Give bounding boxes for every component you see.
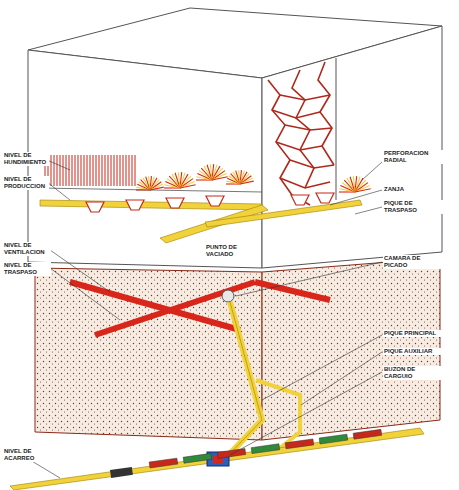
drawbell xyxy=(206,196,224,206)
ore-car xyxy=(285,439,314,449)
level-label: NIVEL DE PRODUCCION xyxy=(3,176,49,190)
drill-ray xyxy=(240,181,254,184)
grizzly-chamber xyxy=(222,290,234,302)
drill-ray xyxy=(175,173,180,188)
ore-car xyxy=(149,458,178,468)
hatch-line xyxy=(93,155,94,186)
level-label: PIQUE AUXILIAR xyxy=(383,348,445,355)
hatch-line xyxy=(90,155,91,186)
drawbell xyxy=(316,193,334,203)
hatch-line xyxy=(84,155,85,186)
level-label: PUNTO DE VACIADO xyxy=(205,244,243,258)
level-label: PIQUE PRINCIPAL xyxy=(383,330,445,337)
hatch-line xyxy=(99,155,100,186)
access-drift xyxy=(205,200,362,227)
level-label: CAMARA DE PICADO xyxy=(383,255,445,269)
hatch-line xyxy=(87,155,88,186)
hatch-line xyxy=(132,155,133,186)
ore-car xyxy=(251,444,280,454)
hatch-line xyxy=(66,155,67,186)
cut-edge xyxy=(336,58,337,200)
drill-ray xyxy=(236,171,240,184)
hatch-line xyxy=(123,155,124,186)
drawbell xyxy=(291,195,309,205)
drill-ray xyxy=(180,185,196,188)
hatch-line xyxy=(78,155,79,186)
level-label: NIVEL DE ACARREO xyxy=(3,448,35,462)
level-label: ZANJA xyxy=(383,186,435,193)
hatch-line xyxy=(135,155,136,186)
locomotive xyxy=(110,467,133,478)
hatch-line xyxy=(96,155,97,186)
level-label: PIQUE DE TRASPASO xyxy=(383,200,445,214)
ore-train xyxy=(110,429,382,478)
hatch-line xyxy=(63,155,64,186)
ore-car xyxy=(217,449,246,459)
drill-ray xyxy=(240,178,253,184)
level-label: NIVEL DE TRASPASO xyxy=(3,262,51,276)
leader-lines xyxy=(30,160,382,478)
hatch-line xyxy=(117,155,118,186)
drill-ray xyxy=(150,187,164,190)
drill-ray xyxy=(150,184,163,190)
hatch-line xyxy=(75,155,76,186)
ore-car xyxy=(319,434,348,444)
production-drift xyxy=(40,200,262,210)
hatch-line xyxy=(120,155,121,186)
drill-ray xyxy=(212,177,228,180)
fracture-network xyxy=(268,62,334,205)
ore-car xyxy=(353,429,382,439)
haulage-drift xyxy=(10,428,424,490)
auxiliary-shaft xyxy=(256,380,300,448)
hatch-line xyxy=(102,155,103,186)
level-label: NIVEL DE VENTILACION xyxy=(3,242,51,256)
transfer-drift xyxy=(255,282,330,300)
hatch-line xyxy=(129,155,130,186)
drill-ray xyxy=(350,177,355,192)
undercut-line xyxy=(40,188,262,192)
drill-ray xyxy=(355,189,371,192)
side-face xyxy=(262,26,442,268)
drill-ray xyxy=(146,177,150,190)
hatch-line xyxy=(114,155,115,186)
drill-ray xyxy=(207,165,212,180)
drawbell xyxy=(126,200,144,210)
drawbell xyxy=(86,202,104,212)
ore-car xyxy=(183,453,212,463)
hatch-line xyxy=(69,155,70,186)
hatch-line xyxy=(54,155,55,186)
hatch-line xyxy=(108,155,109,186)
hatch-line xyxy=(105,155,106,186)
ventilation-drift xyxy=(70,282,240,330)
hatch-line xyxy=(72,155,73,186)
level-label: BUZON DE CARGUIO xyxy=(383,366,445,380)
hatch-line xyxy=(81,155,82,186)
hatch-line xyxy=(111,155,112,186)
level-label: NIVEL DE HUNDIMIENTO xyxy=(3,152,49,166)
hatch-line xyxy=(60,155,61,186)
front-face xyxy=(28,50,262,268)
hatch-line xyxy=(57,155,58,186)
undercut-hatching xyxy=(40,155,262,192)
hatch-line xyxy=(126,155,127,186)
radial-drilling xyxy=(136,164,371,192)
level-label: PERFORACION RADIAL xyxy=(383,150,445,164)
drawbell xyxy=(166,198,184,208)
hatch-line xyxy=(51,155,52,186)
drawbells xyxy=(86,193,334,212)
rock-mass-front xyxy=(35,268,262,440)
